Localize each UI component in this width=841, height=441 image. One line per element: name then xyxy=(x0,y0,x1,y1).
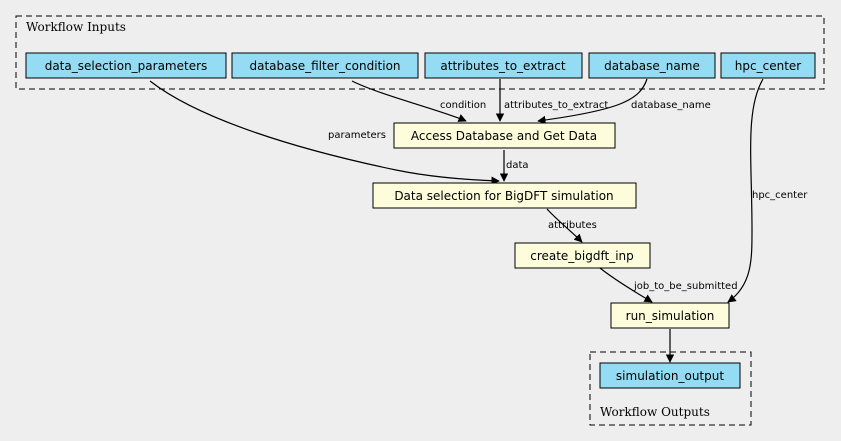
edge-label-condition: condition xyxy=(440,100,486,111)
edge-label-data: data xyxy=(506,160,529,171)
edge-job-to-be-submitted: job_to_be_submitted xyxy=(599,267,738,303)
node-label: Access Database and Get Data xyxy=(411,129,597,143)
edge-parameters: parameters xyxy=(149,80,500,185)
node-simulation-output[interactable]: simulation_output xyxy=(599,362,741,389)
node-label: database_name xyxy=(604,59,700,73)
node-data-selection[interactable]: Data selection for BigDFT simulation xyxy=(372,182,637,209)
node-hpc-center[interactable]: hpc_center xyxy=(720,52,816,79)
edge-attributes: attributes xyxy=(546,208,597,243)
node-run-simulation[interactable]: run_simulation xyxy=(610,302,730,329)
edge-label-attributes-to-extract: attributes_to_extract xyxy=(504,100,608,111)
edge-label-job-to-be-submitted: job_to_be_submitted xyxy=(633,281,738,292)
node-label: data_selection_parameters xyxy=(45,59,208,73)
node-create-bigdft-inp[interactable]: create_bigdft_inp xyxy=(514,242,651,269)
node-data-selection-parameters[interactable]: data_selection_parameters xyxy=(25,52,227,79)
edge-label-hpc-center: hpc_center xyxy=(752,190,808,201)
cluster-inputs-label: Workflow Inputs xyxy=(26,20,126,34)
edge-condition: condition xyxy=(351,80,486,122)
node-label: Data selection for BigDFT simulation xyxy=(394,189,613,203)
node-label: attributes_to_extract xyxy=(440,59,566,73)
node-label: simulation_output xyxy=(616,369,724,383)
edge-label-parameters: parameters xyxy=(328,130,386,141)
edge-attributes-to-extract: attributes_to_extract xyxy=(495,79,608,122)
node-attributes-to-extract[interactable]: attributes_to_extract xyxy=(424,52,583,79)
node-database-name[interactable]: database_name xyxy=(588,52,716,79)
node-label: database_filter_condition xyxy=(249,59,400,73)
edge-data: data xyxy=(499,150,529,182)
node-database-filter-condition[interactable]: database_filter_condition xyxy=(231,52,419,79)
cluster-workflow-inputs: Workflow Inputs xyxy=(15,15,825,90)
cluster-outputs-label: Workflow Outputs xyxy=(600,405,710,419)
node-access-database[interactable]: Access Database and Get Data xyxy=(393,122,616,149)
node-label: hpc_center xyxy=(735,59,801,73)
edge-label-database-name: database_name xyxy=(631,100,711,111)
edges: parameters condition attributes_to_extra… xyxy=(149,78,808,363)
edge-database-name: database_name xyxy=(537,78,711,125)
edge-label-attributes: attributes xyxy=(548,220,597,231)
edge-hpc-center: hpc_center xyxy=(727,78,808,303)
node-label: create_bigdft_inp xyxy=(530,249,634,263)
node-label: run_simulation xyxy=(626,309,715,323)
